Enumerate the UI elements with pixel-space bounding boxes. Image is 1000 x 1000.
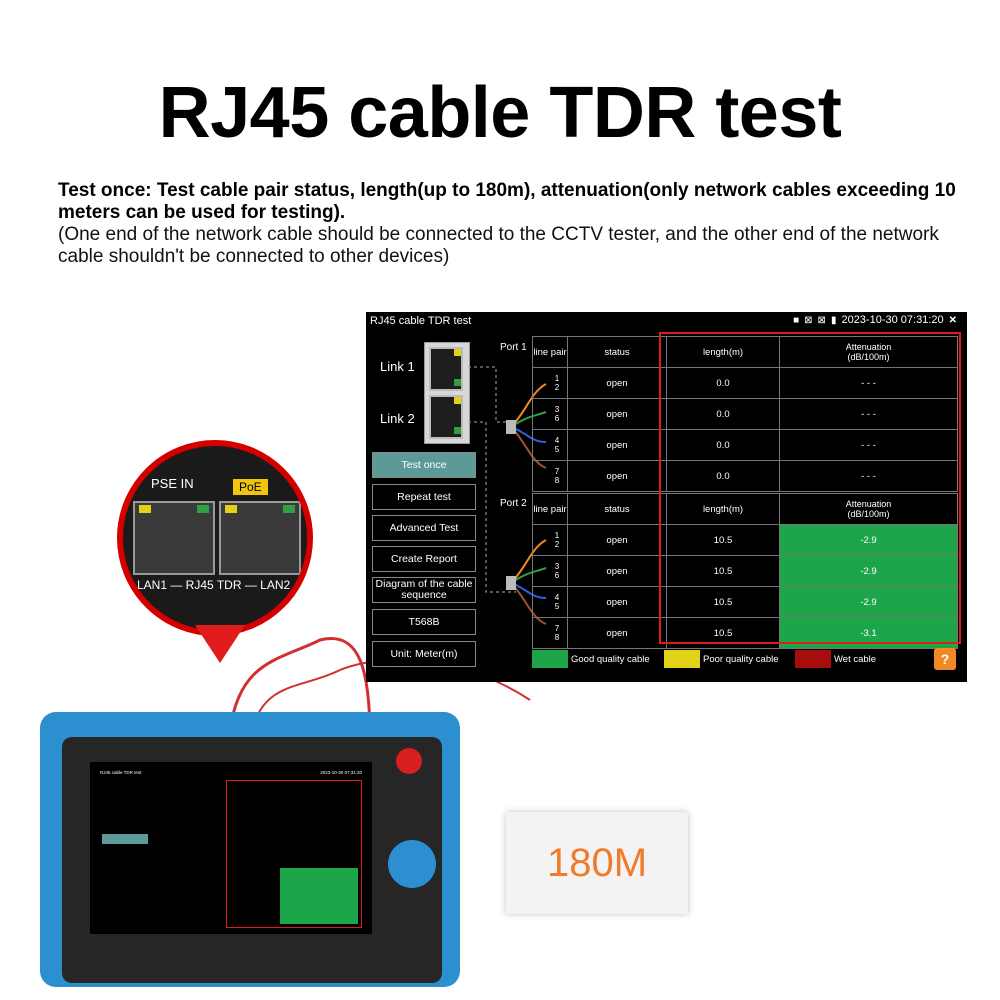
- mini-active-button: [102, 834, 148, 844]
- table-row: 7 8 open 0.0 - - -: [532, 460, 958, 492]
- attenuation-cell: - - -: [779, 460, 958, 492]
- status-cell: open: [567, 367, 667, 399]
- mini-good-cells: [280, 868, 358, 924]
- port2-label: Port 2: [500, 498, 527, 509]
- repeat-test-button[interactable]: Repeat test: [372, 484, 476, 510]
- status-bar: ■ ⊠ ⊠ ▮ 2023-10-30 07:31:20 ✕: [793, 314, 957, 326]
- col-header-status: status: [567, 493, 667, 525]
- status-cell: open: [567, 398, 667, 430]
- status-cell: open: [567, 617, 667, 649]
- help-icon[interactable]: ?: [934, 648, 956, 670]
- pair-cell: 7 8: [532, 617, 568, 649]
- col-header-attenuation: Attenuation (dB/100m): [779, 336, 958, 368]
- legend-poor-label: Poor quality cable: [703, 654, 779, 665]
- lan1-led-yellow: [139, 505, 151, 513]
- dpad[interactable]: [388, 840, 436, 888]
- create-report-button[interactable]: Create Report: [372, 546, 476, 572]
- mini-screen-time: 2023-10-30 07:31:20: [320, 770, 362, 775]
- cable-sequence-diagram-button[interactable]: Diagram of the cable sequence: [372, 577, 476, 603]
- port2-table: line pair status length(m) Attenuation (…: [532, 493, 958, 649]
- pair-cell: 7 8: [532, 460, 568, 492]
- lock-icon: ■: [793, 314, 800, 326]
- status-cell: open: [567, 460, 667, 492]
- length-cell: 0.0: [666, 429, 780, 461]
- status-cell: open: [567, 586, 667, 618]
- legend-good-label: Good quality cable: [571, 654, 650, 665]
- attenuation-cell: -2.9: [779, 555, 958, 587]
- link1-label: Link 1: [380, 359, 415, 374]
- t568b-button[interactable]: T568B: [372, 609, 476, 635]
- poe-label: PoE: [233, 479, 268, 495]
- jack-1-led-green: [454, 379, 461, 386]
- device-mini-screen: RJ45 cable TDR test 2023-10-30 07:31:20: [90, 762, 372, 934]
- jack-2-led-green: [454, 427, 461, 434]
- legend-wet-label: Wet cable: [834, 654, 877, 665]
- length-cell: 0.0: [666, 398, 780, 430]
- pair-cell: 4 5: [532, 429, 568, 461]
- table-row: 4 5 open 10.5 -2.9: [532, 586, 958, 618]
- mini-highlight-box: [226, 780, 362, 928]
- description-bold: Test once: Test cable pair status, lengt…: [58, 180, 956, 223]
- lan2-led-green: [283, 505, 295, 513]
- legend-good-swatch: [532, 650, 568, 668]
- table-row: 4 5 open 0.0 - - -: [532, 429, 958, 461]
- mini-screen-title: RJ45 cable TDR test: [100, 770, 142, 775]
- network-off-icon: ⊠: [817, 314, 826, 326]
- battery-icon: ▮: [830, 314, 837, 326]
- test-once-button[interactable]: Test once: [372, 452, 476, 478]
- pair-cell: 4 5: [532, 586, 568, 618]
- pair-cell: 3 6: [532, 555, 568, 587]
- attenuation-cell: -2.9: [779, 586, 958, 618]
- status-cell: open: [567, 524, 667, 556]
- port-caption: LAN1 — RJ45 TDR — LAN2: [137, 578, 291, 592]
- advanced-test-button[interactable]: Advanced Test: [372, 515, 476, 541]
- col-header-status: status: [567, 336, 667, 368]
- col-header-line-pair: line pair: [532, 493, 568, 525]
- mini-side-panel: [98, 782, 158, 922]
- zoom-pointer: [195, 625, 245, 663]
- status-cell: open: [567, 555, 667, 587]
- jack-2-led-yellow: [454, 397, 461, 404]
- port1-table: line pair status length(m) Attenuation (…: [532, 336, 958, 492]
- power-button[interactable]: [396, 748, 422, 774]
- legend-wet-swatch: [795, 650, 831, 668]
- attenuation-cell: -2.9: [779, 524, 958, 556]
- pair-cell: 1 2: [532, 367, 568, 399]
- screen-title: RJ45 cable TDR test: [370, 315, 472, 327]
- col-header-length: length(m): [666, 336, 780, 368]
- table-row: 3 6 open 0.0 - - -: [532, 398, 958, 430]
- lan1-port: [133, 501, 215, 575]
- lan2-port: [219, 501, 301, 575]
- description-normal: (One end of the network cable should be …: [58, 224, 939, 267]
- table-row: 1 2 open 10.5 -2.9: [532, 524, 958, 556]
- table-row: 1 2 open 0.0 - - -: [532, 367, 958, 399]
- highlight-box: [659, 332, 961, 644]
- jack-1-led-yellow: [454, 349, 461, 356]
- pair-cell: 1 2: [532, 524, 568, 556]
- rj45-jacks-graphic: [424, 342, 470, 444]
- headline: RJ45 cable TDR test: [158, 73, 842, 153]
- port-zoom-circle: PSE IN PoE LAN1 — RJ45 TDR — LAN2: [117, 440, 313, 636]
- lan1-led-green: [197, 505, 209, 513]
- pair-cell: 3 6: [532, 398, 568, 430]
- status-cell: open: [567, 429, 667, 461]
- length-cell: 10.5: [666, 524, 780, 556]
- tester-screen: RJ45 cable TDR test ■ ⊠ ⊠ ▮ 2023-10-30 0…: [366, 312, 967, 682]
- port1-label: Port 1: [500, 342, 527, 353]
- pse-in-label: PSE IN: [151, 476, 194, 491]
- col-header-line-pair: line pair: [532, 336, 568, 368]
- link2-label: Link 2: [380, 411, 415, 426]
- length-cell: 10.5: [666, 586, 780, 618]
- mute-icon: ⊠: [804, 314, 813, 326]
- description: Test once: Test cable pair status, lengt…: [58, 180, 958, 268]
- legend-poor-swatch: [664, 650, 700, 668]
- status-time: 2023-10-30 07:31:20: [841, 314, 944, 326]
- table-row: 3 6 open 10.5 -2.9: [532, 555, 958, 587]
- lan2-led-yellow: [225, 505, 237, 513]
- unit-meter-button[interactable]: Unit: Meter(m): [372, 641, 476, 667]
- port1-header-row: line pair status length(m) Attenuation (…: [532, 336, 958, 368]
- cable-length-label: 180M: [506, 812, 688, 914]
- close-icon[interactable]: ✕: [948, 314, 957, 326]
